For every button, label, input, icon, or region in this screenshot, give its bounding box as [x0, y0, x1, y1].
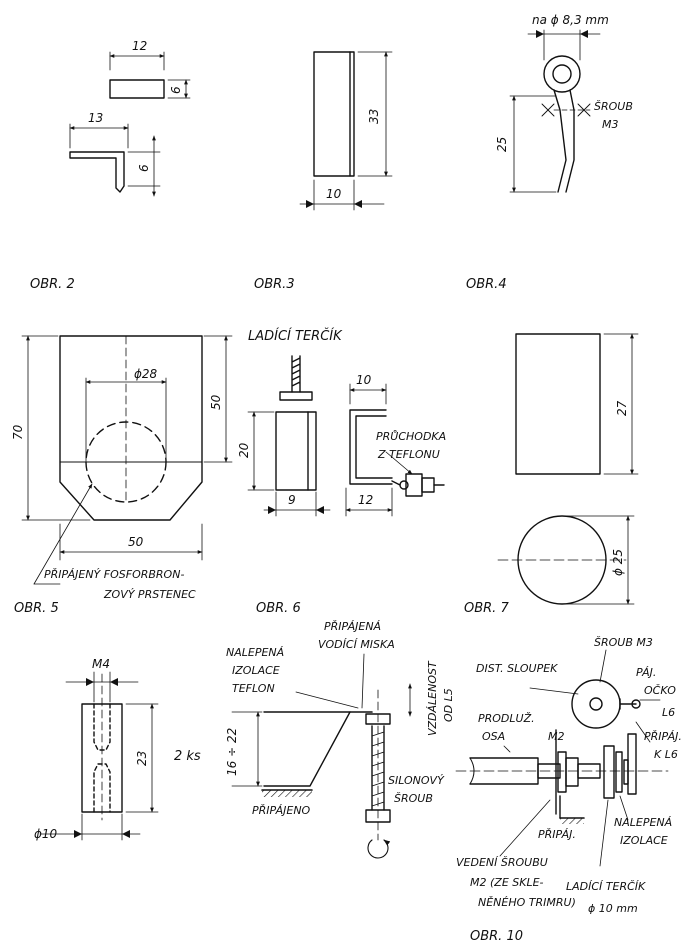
fig2-bottom-width: 13 [88, 111, 103, 125]
fig10-soldered: PŘIPÁJ. [538, 828, 576, 841]
distance-label-line2: OD L5 [442, 688, 455, 722]
fig7-diameter: ϕ 25 [611, 549, 625, 576]
fig6-width: 9 [288, 493, 296, 507]
fig10-m2: M2 [548, 730, 565, 743]
middle-height: 16 ÷ 22 [225, 728, 239, 776]
fig5-part [21, 335, 233, 585]
fig5-ring-label-line1: PŘIPÁJENÝ FOSFORBRON- [44, 568, 184, 581]
fig4-screw-line1: ŠROUB [594, 100, 633, 113]
fig4-height: 25 [495, 137, 509, 152]
fig7-caption: OBR. 7 [464, 601, 509, 616]
fig2-caption: OBR. 2 [30, 277, 75, 292]
fig2-top-width: 12 [132, 39, 147, 53]
fig10-disc-size: ϕ 10 mm [588, 902, 638, 915]
fig6-bracket [349, 409, 393, 485]
insulation-label-line1: NALEPENÁ [226, 646, 284, 659]
fig3-height: 33 [367, 109, 381, 124]
fig2-top-height: 6 [169, 86, 183, 94]
fig6-top-width: 10 [356, 373, 372, 387]
fig10-guide-line1: VEDENÍ ŠROUBU [456, 856, 548, 869]
rotation-arrow [367, 839, 391, 859]
fig10-caption: OBR. 10 [470, 929, 523, 944]
guide-cup-assembly [231, 653, 412, 859]
fig10-solder-lug [619, 699, 641, 709]
fig10-insulation-line1: NALEPENÁ [614, 816, 672, 829]
fig2-part [69, 51, 191, 197]
nylon-label-line1: SILONOVÝ [388, 774, 445, 787]
fig3-part [299, 51, 393, 211]
side-wall [263, 711, 351, 787]
fig2-top-plate [109, 79, 165, 99]
m4-quantity: 2 ks [174, 749, 201, 764]
fig5-total-height: 70 [11, 424, 25, 440]
fig4-hole: na ϕ 8,3 mm [532, 13, 609, 27]
fig4-part [509, 29, 601, 193]
soldered-label: PŘIPÁJENO [252, 804, 311, 817]
fig5-caption: OBR. 5 [14, 601, 59, 616]
fig6-part [247, 355, 445, 517]
cup-label-line2: VODÍCÍ MISKA [318, 638, 395, 651]
fig10-shaft-line2: OSA [482, 730, 505, 743]
cup-label-line1: PŘIPÁJENÁ [324, 620, 381, 633]
fig6-title: LADÍCÍ TERČÍK [248, 328, 343, 344]
fig6-disc-block [275, 411, 317, 491]
m4-thread: M4 [92, 657, 110, 671]
insulation-label-line2: IZOLACE [232, 664, 280, 677]
fig10-lug-line2: OČKO [644, 684, 676, 697]
fig4-screw-line2: M3 [602, 118, 619, 131]
fig10-lug-line1: PÁJ. [636, 666, 656, 679]
fig10-disc: LADÍCÍ TERČÍK [566, 880, 646, 893]
fig10-soldered-l6-line1: PŘIPÁJ. [644, 730, 682, 743]
fig4-caption: OBR.4 [466, 277, 507, 292]
fig5-width: 50 [128, 535, 144, 549]
fig5-ring-leader [33, 483, 93, 585]
m4-diameter: ϕ10 [34, 827, 58, 841]
fig7-height: 27 [615, 400, 629, 416]
fig4-eyelet [543, 55, 581, 93]
fig10-l6: L6 [662, 706, 675, 719]
fig4-wire [553, 89, 575, 193]
fig6-height: 20 [237, 442, 251, 458]
fig6-caption: OBR. 6 [256, 601, 301, 616]
m4-spacer-part [39, 671, 159, 841]
fig7-tube [515, 333, 601, 475]
fig6-bottom-width: 12 [358, 493, 373, 507]
fig6-bushing-line2: Z TEFLONU [377, 448, 440, 461]
distance-label-line1: VZDÁLENOST [426, 660, 439, 736]
fig5-ring-label-line2: ZOVÝ PRSTENEC [103, 588, 196, 601]
fig7-part [497, 333, 639, 605]
fig10-assembly [455, 649, 669, 867]
fig2-bent-bracket [69, 151, 125, 193]
nylon-label-line2: ŠROUB [394, 792, 433, 805]
fig10-guide-line2: M2 (ZE SKLE- [470, 876, 544, 889]
fig6-teflon-bushing [391, 473, 445, 497]
fig5-upper-height: 50 [209, 394, 223, 410]
fig6-screw [291, 355, 301, 393]
fig10-screw-m3: ŠROUB M3 [594, 636, 653, 649]
fig5-plate [59, 335, 203, 521]
insulation-label-line3: TEFLON [232, 682, 275, 695]
fig2-bottom-height: 6 [137, 164, 151, 172]
fig10-insulation-line2: IZOLACE [620, 834, 668, 847]
fig3-width: 10 [326, 187, 342, 201]
fig10-tuning-disc [603, 745, 615, 799]
fig3-caption: OBR.3 [254, 277, 295, 292]
fig3-plate [313, 51, 355, 177]
fig10-spacer-post [571, 679, 621, 729]
fig10-spacer: DIST. SLOUPEK [476, 662, 558, 675]
m4-height: 23 [135, 751, 149, 766]
fig10-guide-line3: NĚNÉHO TRIMRU) [478, 896, 576, 909]
fig6-bushing-line1: PRŮCHODKA [376, 430, 446, 443]
fig10-shaft-line1: PRODLUŽ. [478, 712, 535, 725]
fig5-diameter: ϕ28 [134, 367, 158, 381]
fig10-soldered-l6-line2: K L6 [654, 748, 678, 761]
